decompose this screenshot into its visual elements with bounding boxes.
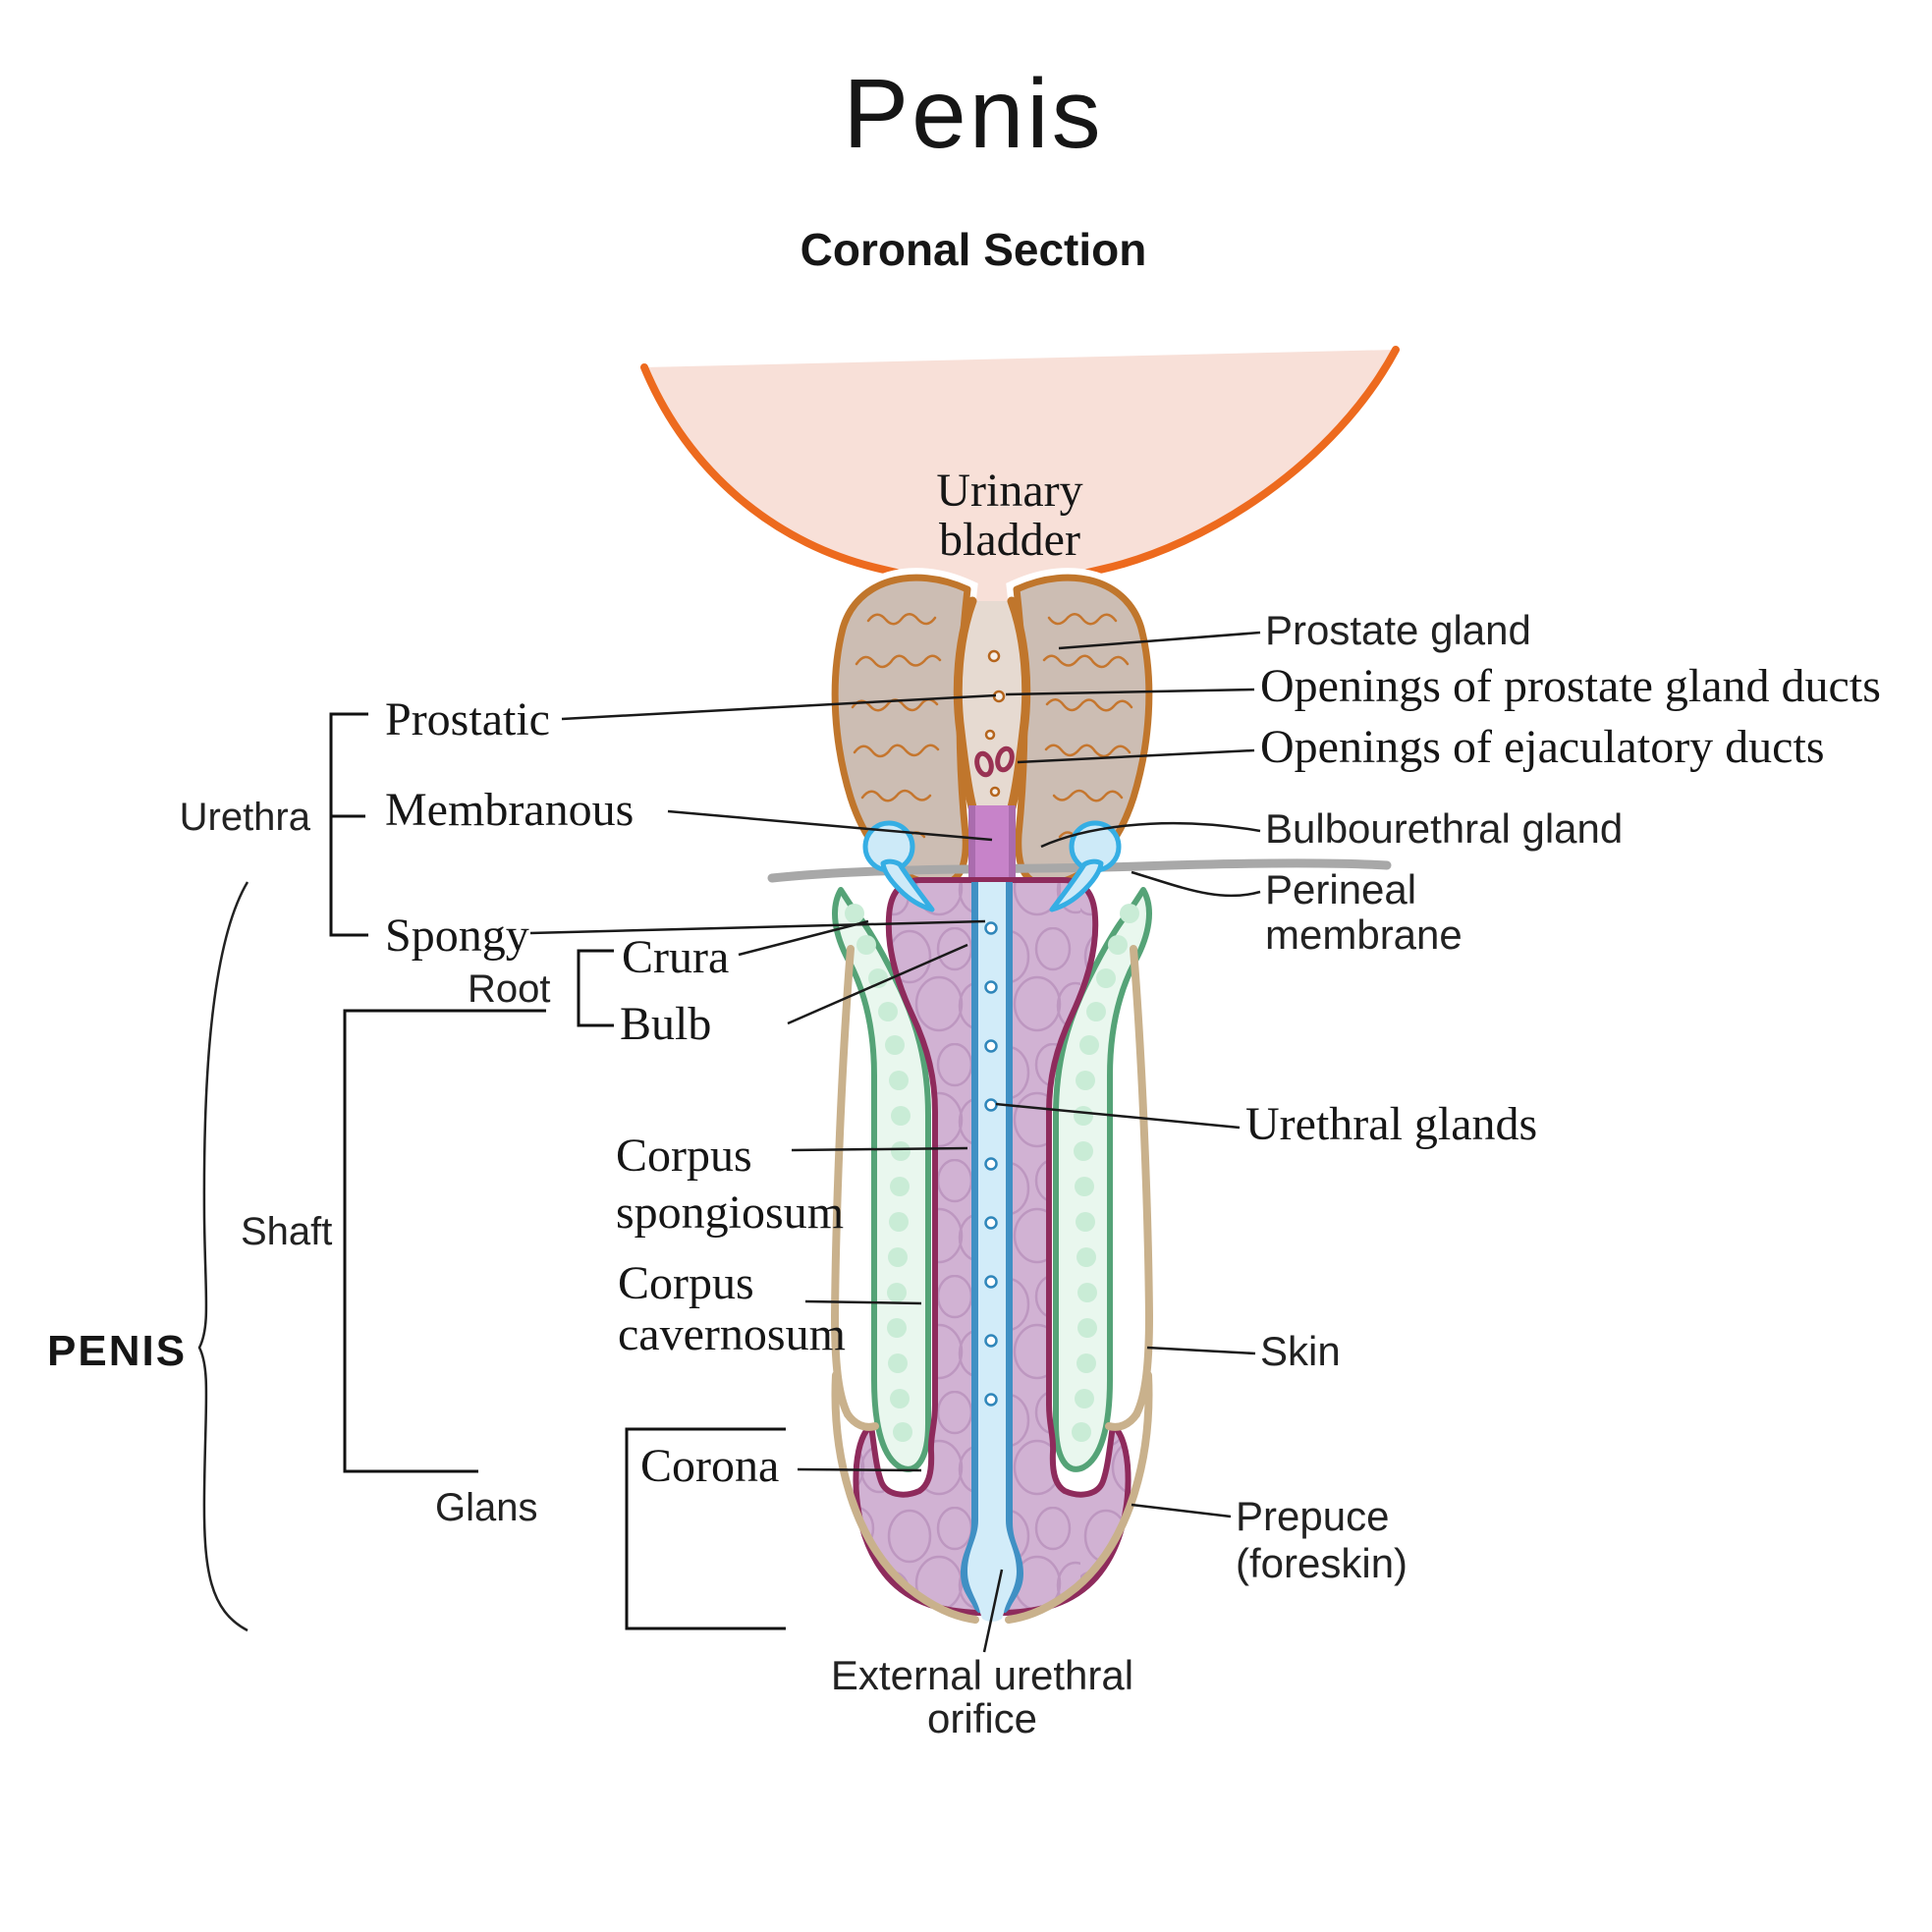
label-corpus-cavernosum-line1: Corpus (618, 1257, 754, 1309)
label-prostate-gland: Prostate gland (1265, 607, 1531, 653)
label-prepuce-line2: (foreskin) (1236, 1540, 1408, 1586)
label-openings-ejaculatory-ducts: Openings of ejaculatory ducts (1260, 721, 1825, 773)
urethral-gland-openings (984, 921, 998, 1407)
label-skin: Skin (1260, 1328, 1341, 1374)
label-crura: Crura (622, 931, 729, 983)
label-corpus-cavernosum-line2: cavernosum (618, 1308, 846, 1360)
label-perineal-line2: membrane (1265, 911, 1463, 958)
label-shaft: Shaft (241, 1210, 332, 1253)
label-root: Root (468, 967, 551, 1011)
label-urinary-bladder-line1: Urinary (936, 465, 1082, 517)
label-external-orifice-line1: External urethral (831, 1652, 1133, 1698)
label-perineal-line1: Perineal (1265, 866, 1416, 912)
membranous-urethra-shape (968, 805, 1016, 888)
openings-of-ejaculatory-ducts (974, 745, 1015, 778)
label-corpus-spongiosum-line2: spongiosum (616, 1187, 844, 1239)
label-glans: Glans (435, 1486, 538, 1529)
page-subtitle: Coronal Section (800, 224, 1147, 275)
page-title: Penis (843, 59, 1103, 169)
brackets (197, 712, 786, 1632)
label-penis: PENIS (47, 1327, 187, 1375)
label-urethra: Urethra (180, 796, 311, 839)
label-openings-prostate-ducts: Openings of prostate gland ducts (1260, 660, 1881, 712)
label-prepuce-line1: Prepuce (1236, 1493, 1389, 1539)
label-corpus-spongiosum-line1: Corpus (616, 1130, 752, 1182)
perineal-membrane-shape (767, 858, 1392, 883)
spongy-urethra-shape (961, 882, 1023, 1622)
penis-brace (197, 881, 249, 1632)
label-corona: Corona (640, 1440, 779, 1492)
label-prostatic: Prostatic (385, 693, 550, 745)
label-external-orifice-line2: orifice (927, 1695, 1037, 1741)
label-membranous: Membranous (385, 784, 634, 836)
leader-lines (529, 631, 1261, 1653)
label-bulb: Bulb (620, 998, 711, 1050)
label-bulbourethral-gland: Bulbourethral gland (1265, 805, 1623, 852)
label-spongy: Spongy (385, 910, 529, 962)
label-urethral-glands: Urethral glands (1245, 1098, 1537, 1150)
label-urinary-bladder-line2: bladder (939, 514, 1080, 566)
